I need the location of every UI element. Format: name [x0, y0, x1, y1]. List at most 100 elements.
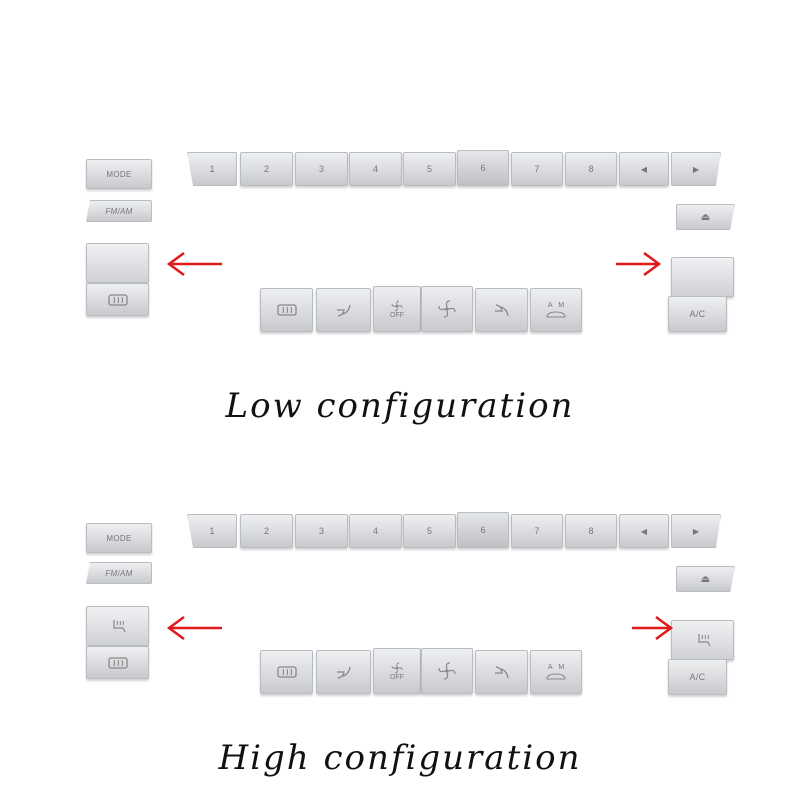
preset-1-button[interactable]: 1: [187, 514, 237, 548]
preset-5-label: 5: [426, 526, 432, 536]
preset-1-label: 1: [209, 164, 215, 174]
rear-defrost-icon: [107, 656, 128, 669]
fan-speed-button[interactable]: [421, 286, 473, 332]
preset-8-label: 8: [588, 526, 594, 536]
preset-5-button[interactable]: 5: [403, 514, 456, 548]
auto-mode-button[interactable]: A M: [530, 650, 582, 694]
fm-am-button[interactable]: FM/AM: [86, 200, 152, 222]
ac-button[interactable]: A/C: [668, 296, 727, 332]
air-vent-up-button[interactable]: [316, 288, 371, 332]
preset-8-button[interactable]: 8: [565, 514, 617, 548]
preset-8-label: 8: [588, 164, 594, 174]
seat-heater-icon: [697, 634, 711, 647]
air-flow-lower-icon: [494, 666, 509, 679]
preset-2-button[interactable]: 2: [240, 514, 293, 548]
preset-3-label: 3: [318, 164, 324, 174]
rear-defrost-icon: [276, 304, 297, 316]
previous-arrow-icon: ◀: [640, 526, 648, 536]
ac-label: A/C: [689, 309, 706, 319]
auto-a-label: A: [547, 301, 553, 309]
eject-icon: ⏏: [700, 573, 711, 585]
fan-speed-button[interactable]: [421, 648, 473, 694]
car-recirculation-icon: [546, 672, 566, 679]
left-arrow-icon: [166, 251, 222, 277]
next-track-button[interactable]: ▶: [671, 152, 721, 186]
fan-small-icon: [391, 300, 403, 311]
rear-defrost-button-left[interactable]: [86, 283, 149, 316]
fan-off-button[interactable]: OFF: [373, 286, 421, 332]
fm-am-label: FM/AM: [105, 568, 133, 578]
preset-7-label: 7: [534, 526, 540, 536]
previous-track-button[interactable]: ◀: [619, 152, 669, 186]
next-track-button[interactable]: ▶: [671, 514, 721, 548]
auto-labels: A M: [548, 302, 564, 309]
preset-3-button[interactable]: 3: [295, 152, 348, 186]
rear-defrost-icon: [276, 666, 297, 678]
auto-a-label: A: [547, 663, 553, 671]
rear-defrost-button-left[interactable]: [86, 646, 149, 679]
eject-button[interactable]: ⏏: [676, 204, 735, 230]
preset-6-button[interactable]: 6: [457, 512, 509, 548]
fan-large-icon: [438, 662, 456, 680]
preset-1-button[interactable]: 1: [187, 152, 237, 186]
preset-2-button[interactable]: 2: [240, 152, 293, 186]
high-configuration-caption: High configuration: [218, 738, 582, 778]
right-arrow-icon: [632, 615, 674, 641]
air-flow-upper-icon: [336, 304, 351, 317]
preset-6-label: 6: [480, 525, 486, 535]
preset-4-label: 4: [372, 164, 378, 174]
low-configuration-panel: 1 2 3 4 5 6 7 8 ◀ ▶ MODE FM/AM ⏏ A/C OFF: [86, 150, 735, 426]
preset-7-button[interactable]: 7: [511, 152, 563, 186]
previous-arrow-icon: ◀: [640, 164, 648, 174]
air-flow-lower-icon: [494, 304, 509, 317]
ac-label: A/C: [689, 672, 706, 682]
car-recirculation-icon: [546, 310, 566, 317]
air-vent-up-button[interactable]: [316, 650, 371, 694]
auto-m-label: M: [558, 663, 565, 671]
fan-off-label: OFF: [390, 311, 404, 319]
preset-6-button[interactable]: 6: [457, 150, 509, 186]
preset-6-label: 6: [480, 163, 486, 173]
preset-4-button[interactable]: 4: [349, 152, 402, 186]
rear-defrost-icon: [107, 293, 128, 306]
left-blank-button[interactable]: [86, 243, 149, 283]
fm-am-button[interactable]: FM/AM: [86, 562, 152, 584]
next-arrow-icon: ▶: [692, 526, 700, 536]
mode-label: MODE: [106, 169, 132, 179]
rear-defrost-button[interactable]: [260, 650, 313, 694]
mode-button[interactable]: MODE: [86, 159, 152, 189]
preset-2-label: 2: [263, 164, 269, 174]
preset-5-button[interactable]: 5: [403, 152, 456, 186]
preset-2-label: 2: [263, 526, 269, 536]
left-arrow-icon: [166, 615, 222, 641]
next-arrow-icon: ▶: [692, 164, 700, 174]
low-configuration-caption: Low configuration: [225, 386, 575, 426]
right-blank-button[interactable]: [671, 257, 734, 297]
high-configuration-panel: 1 2 3 4 5 6 7 8 ◀ ▶ MODE FM/AM ⏏ A/C OFF: [0, 360, 800, 778]
seat-heater-button-left[interactable]: [86, 606, 149, 646]
eject-icon: ⏏: [700, 211, 711, 223]
auto-labels: A M: [548, 664, 564, 671]
seat-heater-icon: [112, 620, 126, 633]
fan-off-button[interactable]: OFF: [373, 648, 421, 694]
preset-7-button[interactable]: 7: [511, 514, 563, 548]
preset-3-label: 3: [318, 526, 324, 536]
preset-8-button[interactable]: 8: [565, 152, 617, 186]
preset-5-label: 5: [426, 164, 432, 174]
auto-mode-button[interactable]: A M: [530, 288, 582, 332]
mode-label: MODE: [106, 533, 132, 543]
mode-button[interactable]: MODE: [86, 523, 152, 553]
fan-off-label: OFF: [390, 673, 404, 681]
air-vent-down-button[interactable]: [475, 288, 528, 332]
preset-3-button[interactable]: 3: [295, 514, 348, 548]
preset-7-label: 7: [534, 164, 540, 174]
eject-button[interactable]: ⏏: [676, 566, 735, 592]
preset-4-label: 4: [372, 526, 378, 536]
fm-am-label: FM/AM: [105, 206, 133, 216]
seat-heater-button-right[interactable]: [671, 620, 734, 660]
ac-button[interactable]: A/C: [668, 659, 727, 695]
previous-track-button[interactable]: ◀: [619, 514, 669, 548]
preset-4-button[interactable]: 4: [349, 514, 402, 548]
air-vent-down-button[interactable]: [475, 650, 528, 694]
rear-defrost-button[interactable]: [260, 288, 313, 332]
